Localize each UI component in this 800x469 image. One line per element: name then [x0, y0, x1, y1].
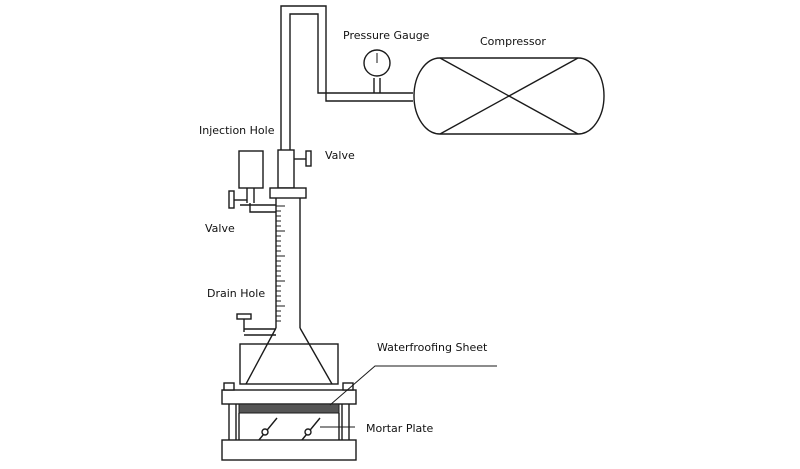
top-valve-label: Valve	[325, 149, 355, 162]
compressor	[413, 57, 605, 135]
left-valve-label: Valve	[205, 222, 235, 235]
compressor-label: Compressor	[480, 35, 546, 48]
drain-hole	[236, 313, 276, 336]
injection-hole	[238, 150, 264, 203]
graduated-cylinder	[275, 198, 301, 328]
pressure-gauge	[363, 49, 391, 94]
waterproofing-sheet-label: Waterfroofing Sheet	[377, 341, 488, 354]
drain-hole-label: Drain Hole	[207, 287, 266, 300]
mortar-plate-label: Mortar Plate	[366, 422, 434, 435]
injection-hole-label: Injection Hole	[199, 124, 275, 137]
top-valve	[277, 149, 312, 189]
funnel-housing	[239, 327, 339, 385]
cylinder-cap	[269, 187, 307, 199]
left-valve	[228, 190, 276, 213]
pressure-gauge-label: Pressure Gauge	[343, 29, 430, 42]
clamp-bottom-plate	[221, 439, 357, 461]
clamp-top-plate	[221, 382, 357, 405]
leader-lines	[320, 365, 497, 428]
waterproofing-sheet	[238, 403, 340, 414]
supply-tube	[280, 5, 413, 150]
